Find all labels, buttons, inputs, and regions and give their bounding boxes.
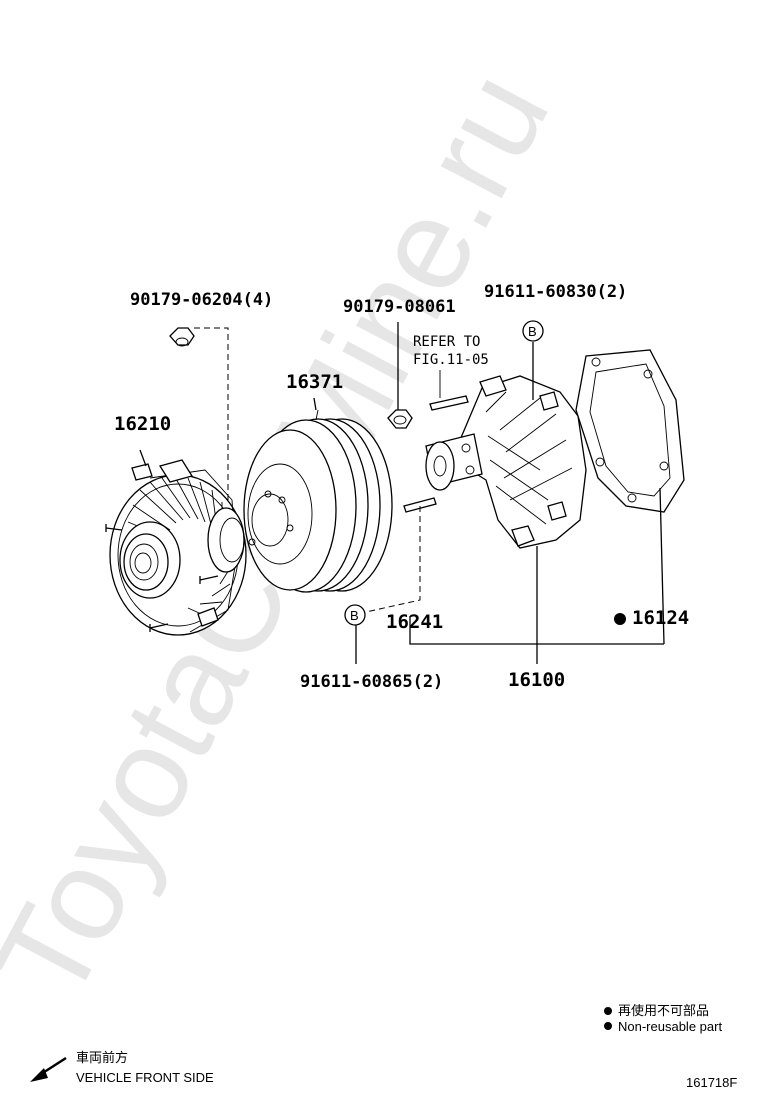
stud-upper-drawing (429, 370, 469, 411)
direction-en: VEHICLE FRONT SIDE (76, 1070, 214, 1085)
part-label-16124[interactable]: 16124 (632, 607, 689, 629)
legend: 再使用不可部品 Non-reusable part (604, 1003, 722, 1034)
direction-jp: 車両前方 (76, 1050, 128, 1065)
nut-06204-drawing (169, 327, 229, 500)
part-label-16210[interactable]: 16210 (114, 413, 171, 435)
front-direction: 車両前方 VEHICLE FRONT SIDE (30, 1050, 214, 1085)
part-label-16241[interactable]: 16241 (386, 611, 443, 633)
part-label-16371[interactable]: 16371 (286, 371, 343, 393)
legend-jp: 再使用不可部品 (618, 1003, 709, 1018)
refer-note-line2[interactable]: FIG.11-05 (413, 352, 489, 368)
part-label-90179-08061[interactable]: 90179-08061 (343, 297, 456, 317)
refer-note-line1: REFER TO (413, 334, 480, 350)
marker-b-top: B (522, 320, 544, 342)
marker-b-bottom: B (344, 604, 366, 626)
pulley-drawing (243, 409, 393, 593)
non-reusable-dot (614, 613, 626, 625)
nut-08061-drawing (387, 322, 413, 429)
legend-en: Non-reusable part (618, 1019, 722, 1034)
part-label-90179-06204[interactable]: 90179-06204(4) (130, 290, 273, 310)
part-label-91611-60830[interactable]: 91611-60830(2) (484, 282, 627, 302)
stud-lower-drawing (365, 497, 437, 613)
fan-clutch-drawing (105, 459, 247, 636)
water-pump-drawing (425, 375, 587, 549)
gasket-drawing (575, 349, 685, 513)
marker-b-top-label: B (528, 324, 537, 339)
part-label-16100[interactable]: 16100 (508, 669, 565, 691)
leader-lines (139, 342, 665, 664)
figure-id: 161718F (686, 1075, 737, 1090)
marker-b-bottom-label: B (350, 608, 359, 623)
part-label-91611-60865[interactable]: 91611-60865(2) (300, 672, 443, 692)
